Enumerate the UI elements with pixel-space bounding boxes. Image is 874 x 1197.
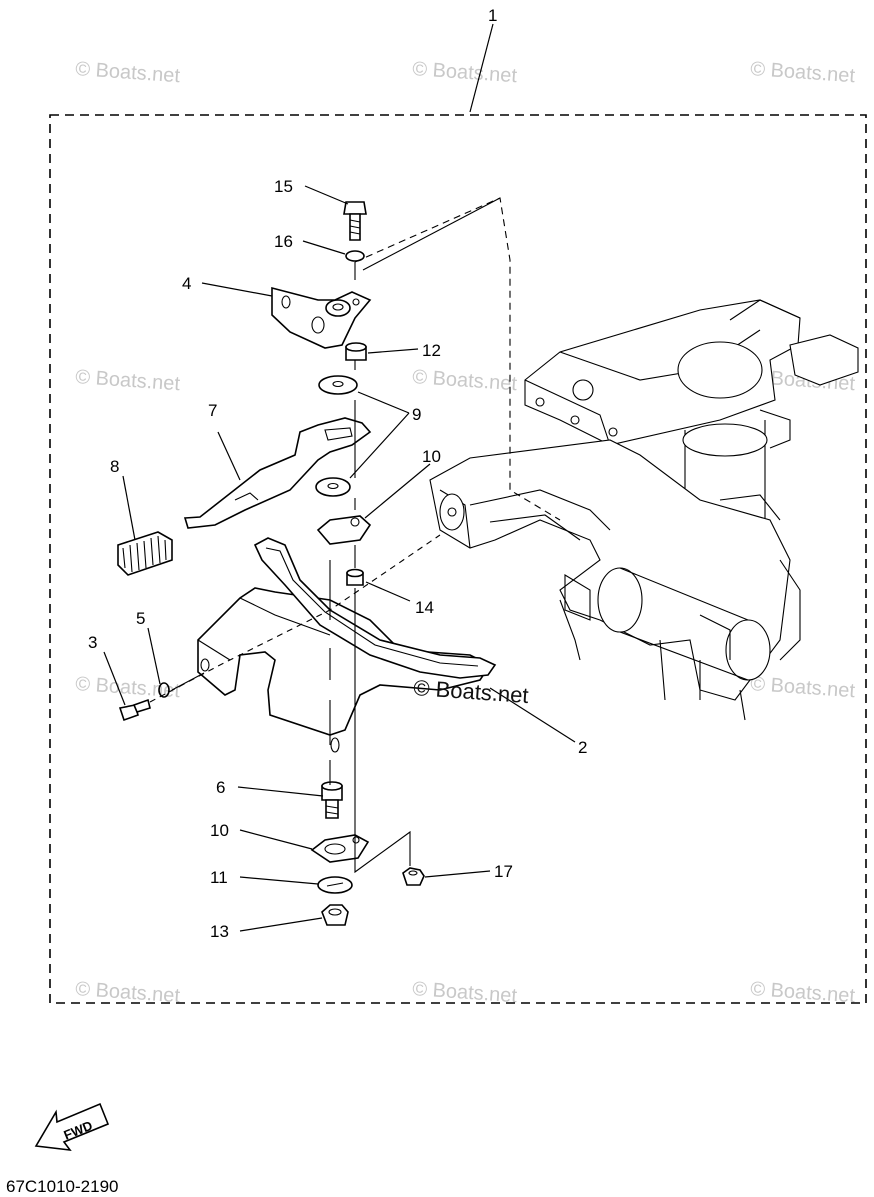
part-5-ring [158,682,170,698]
callout-12: 12 [422,341,441,360]
part-17-nut [402,867,425,886]
callout-11: 11 [210,868,228,887]
callout-9: 9 [412,405,421,424]
callout-5: 5 [136,609,145,628]
watermark: © Boats.net [412,58,519,87]
center-watermark: © Boats.net [413,675,530,708]
callout-16: 16 [274,232,293,251]
watermark: © Boats.net [750,58,857,87]
part-8-grip [117,531,173,576]
part-9-washer [318,375,358,395]
leader-lines [103,23,576,932]
callout-17: 17 [494,862,513,881]
part-12-collar [345,342,367,361]
part-3-bolt [118,698,151,722]
callout-10: 10 [422,447,441,466]
part-10-plate-lower [310,834,370,863]
part-15-bolt [343,201,367,241]
part-7-link [183,417,372,529]
callout-4: 4 [182,274,191,293]
part-10-plate [316,515,372,545]
part-13-nut [321,904,349,926]
part-16-washer [345,250,365,262]
part-6-stud [321,781,343,819]
watermark: © Boats.net [75,673,182,702]
callout-15: 15 [274,177,293,196]
watermark: © Boats.net [412,366,519,395]
engine-mount-ghost [429,299,859,721]
watermark: © Boats.net [75,58,182,87]
part-14-collar [346,568,364,586]
callout-2: 2 [578,738,587,757]
callout-8: 8 [110,457,119,476]
callout-labels: 1 2 3 4 5 6 7 8 9 10 10 11 12 13 14 15 1… [88,6,587,941]
callout-3: 3 [88,633,97,652]
callout-10: 10 [210,821,229,840]
fwd-arrow-icon: FWD [34,1102,110,1152]
callout-13: 13 [210,922,229,941]
callout-6: 6 [216,778,225,797]
watermark: © Boats.net [75,366,182,395]
watermark: © Boats.net [750,673,857,702]
assembly-lines [149,197,561,874]
callout-14: 14 [415,598,434,617]
part-2-bracket [197,537,497,753]
callout-1: 1 [488,6,497,25]
part-4-bracket [271,286,372,349]
callout-7: 7 [208,401,217,420]
drawing-code: 67C1010-2190 [6,1177,118,1196]
part-9-washer [315,477,351,497]
assembly-boundary [49,114,867,1004]
